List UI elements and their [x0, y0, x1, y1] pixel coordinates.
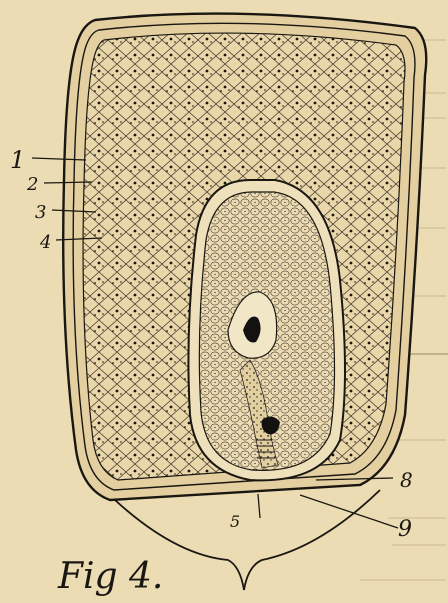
label-2: 2 — [26, 174, 38, 195]
label-5: 5 — [230, 512, 240, 531]
label-8: 8 — [400, 468, 413, 492]
label-3: 3 — [35, 202, 46, 223]
label-9: 9 — [398, 517, 412, 542]
label-4: 4 — [39, 232, 51, 253]
inner-tissue — [188, 180, 345, 480]
label-1: 1 — [10, 146, 25, 174]
figure-caption: Fig 4. — [57, 556, 163, 597]
